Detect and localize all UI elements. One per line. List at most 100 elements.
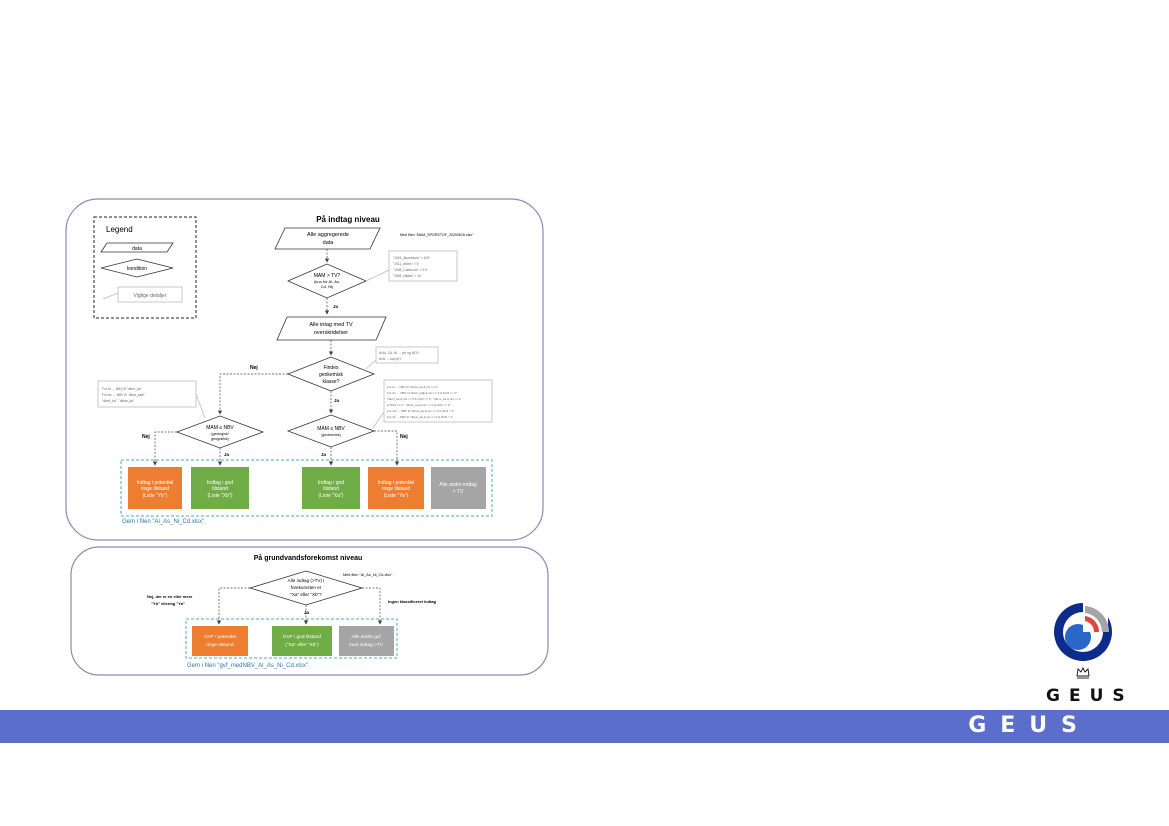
cond-geo-line2: geokemisk: [319, 372, 343, 378]
top-save-label: Gem i filen "Al_As_Ni_Cd.xlsx": [122, 519, 204, 525]
legend-data-label: data: [132, 246, 142, 252]
cond-geo-line1: Findes: [323, 365, 339, 371]
bottom-cond-2: forekomsten er: [291, 585, 322, 590]
geol-note-1: For Al → NBV til "dkmr_ka": [102, 387, 143, 391]
no-label-geol: Nej: [142, 434, 150, 440]
bottom-none-label: Ingen klassificeret indtag: [388, 599, 437, 604]
gvf-other-1: Alle andre gvf: [351, 634, 381, 640]
geus-logo-word: GEUS: [1046, 686, 1134, 706]
tv-note-4: "1581_Nikkel" > 10: [393, 274, 421, 278]
cond-geol-line1: MAM ≤ NBV: [206, 425, 234, 431]
geol-note-2: For As → NBV til "dkmf_kalk",: [102, 393, 146, 397]
top-file-note: Med filen "MAM_SPORSTOF_20200616.xlsx": [400, 233, 474, 237]
cond-tv-line1: MAM > TV?: [314, 273, 341, 279]
yes-label-1: Ja: [333, 304, 339, 309]
box-other-1: Alle andre indtag: [439, 482, 477, 488]
geochemical-note: [383, 379, 493, 423]
chem-note-3: "dkmf_ka & pH >= 6 & NO3 >= 2", "dkms_ka…: [387, 397, 461, 401]
tv-note-2: "1511_Arsen" > 5: [393, 262, 419, 266]
box-other-2: > TV: [453, 489, 464, 495]
data-exceed-line1: Alle intag med TV: [309, 322, 353, 328]
box-list-yb: [128, 467, 182, 509]
condition-geochemical-class: [286, 356, 376, 392]
legend-condition-shape: [100, 258, 174, 278]
chem-note-5: For Cd → NBV til "dkms_ka & pH >= 6 & NO…: [387, 409, 454, 413]
box-gvf-poor: [192, 626, 248, 656]
crown-icon: [1076, 666, 1090, 679]
box-list-xa: [302, 467, 360, 509]
chem-note-1: For Al → NBV til "dkms_ka & pH >= 6": [387, 385, 438, 389]
chem-note-4: & NO3 >= 2", "dkms_ka & pH >= 6 & NO3 >=…: [387, 403, 451, 407]
cond-geol-line3: geografisk): [211, 437, 229, 441]
cond-geol-line2: (geologisk/: [211, 432, 228, 436]
bottom-no-2: "Yb" eller/og "Ya": [151, 601, 185, 606]
top-output-frame: [120, 459, 493, 517]
condition-nbv-geological: [175, 415, 265, 449]
cond-chem-line2: (geokemisk): [321, 433, 341, 437]
gvf-poor-2: ringe tilstand: [206, 642, 234, 648]
geo-note-1: til As, Cd, Ni → pH og NO3: [379, 351, 419, 355]
box-yb-1: Indtag i potentiel: [137, 480, 174, 486]
data-exceed-line2: overskridelser: [314, 330, 348, 336]
bottom-file-note: Med filen "Al_As_Ni_Cd.xlsx": [343, 573, 393, 577]
box-yb-3: (Liste "Yb"): [143, 493, 168, 499]
box-gvf-good: [272, 626, 332, 656]
box-list-ya: [368, 467, 424, 509]
box-xa-3: (Liste "Xa"): [319, 493, 344, 499]
box-yb-2: ringe tilstand: [141, 486, 170, 492]
top-title: På indtag niveau: [316, 215, 380, 224]
bottom-save-label: Gem i filen "gvf_medNBV_Al_As_Ni_Cd.xlsx…: [187, 663, 308, 669]
no-label-chem: Nej: [400, 434, 408, 440]
data-all-line1: Alle aggregerede: [307, 232, 349, 238]
box-ya-1: Indtag i potentiel: [378, 480, 415, 486]
geological-note: [97, 380, 197, 408]
bottom-panel-frame: [70, 546, 549, 676]
legend-details-label: Vigtige detaljer: [134, 293, 167, 299]
box-xb-3: (Liste "Xb"): [208, 493, 233, 499]
box-ya-3: (Liste "Ya"): [384, 493, 409, 499]
box-other-intakes: [431, 467, 486, 509]
data-all-aggregated: [274, 227, 381, 250]
box-xb-1: Indtag i god: [207, 480, 233, 486]
gvf-good-1: GVF i god tilstand: [283, 634, 321, 640]
bottom-title: På grundvandsforekomst niveau: [254, 554, 363, 562]
chem-note-2: For As → NBV til "dkmf_kalk & pH >= 6 & …: [387, 391, 458, 395]
bottom-yes: Ja: [304, 610, 310, 615]
yes-label-geol: Ja: [224, 452, 230, 457]
box-list-xb: [191, 467, 249, 509]
box-ya-2: ringe tilstand: [382, 486, 411, 492]
geo-note-2: til Al → kun pH: [379, 357, 401, 361]
geo-note: [375, 346, 439, 364]
gvf-poor-1: GVF i potentiel: [204, 634, 236, 640]
bottom-cond-3: "Xa" eller "Xb"?: [290, 592, 322, 597]
tv-note-3: "1546_Cadmium" > 0.5: [393, 268, 427, 272]
footer-brand: GEUS: [968, 713, 1091, 738]
bottom-no-1: Nej, der er en eller mere: [147, 594, 193, 599]
box-xa-2: tilstand: [323, 486, 339, 492]
data-tv-exceedances: [276, 316, 387, 341]
gvf-other-2: med indtag >TV: [349, 642, 384, 648]
geol-note-3: "dkmf_ka", "dkms_ka": [102, 399, 135, 403]
bottom-output-frame: [185, 618, 398, 659]
footer-band: GEUS: [0, 710, 1169, 743]
legend-title: Legend: [106, 225, 133, 234]
bottom-cond-1: Alle indtag (>TV) i: [288, 578, 325, 583]
geus-logo-icon: [1054, 603, 1112, 679]
tv-note-1: "1501_Aluminium" > 100: [393, 256, 429, 260]
tv-thresholds-note: [388, 250, 458, 282]
cond-geo-line3: klasse?: [323, 379, 340, 385]
no-label-geo: Nej: [250, 365, 258, 371]
chem-note-6: For Ni → NBV til "dkms_ka & pH >= 6 & NO…: [387, 415, 453, 419]
yes-label-chem: Ja: [321, 452, 327, 457]
yes-label-2: Ja: [334, 398, 340, 403]
gvf-good-2: ("Xa" eller "Xb"): [285, 642, 319, 648]
box-xa-1: Indtag i god: [318, 480, 344, 486]
cond-chem-line1: MAM ≤ NBV: [317, 426, 345, 432]
legend-condition-label: kondition: [127, 266, 147, 272]
legend: Legend data kondition Vigtige detaljer: [93, 216, 197, 319]
legend-data-shape: [100, 242, 174, 253]
cond-tv-line2: (kun for Al, As,: [314, 279, 340, 284]
box-gvf-other: [339, 626, 394, 656]
box-xb-2: tilstand: [212, 486, 228, 492]
